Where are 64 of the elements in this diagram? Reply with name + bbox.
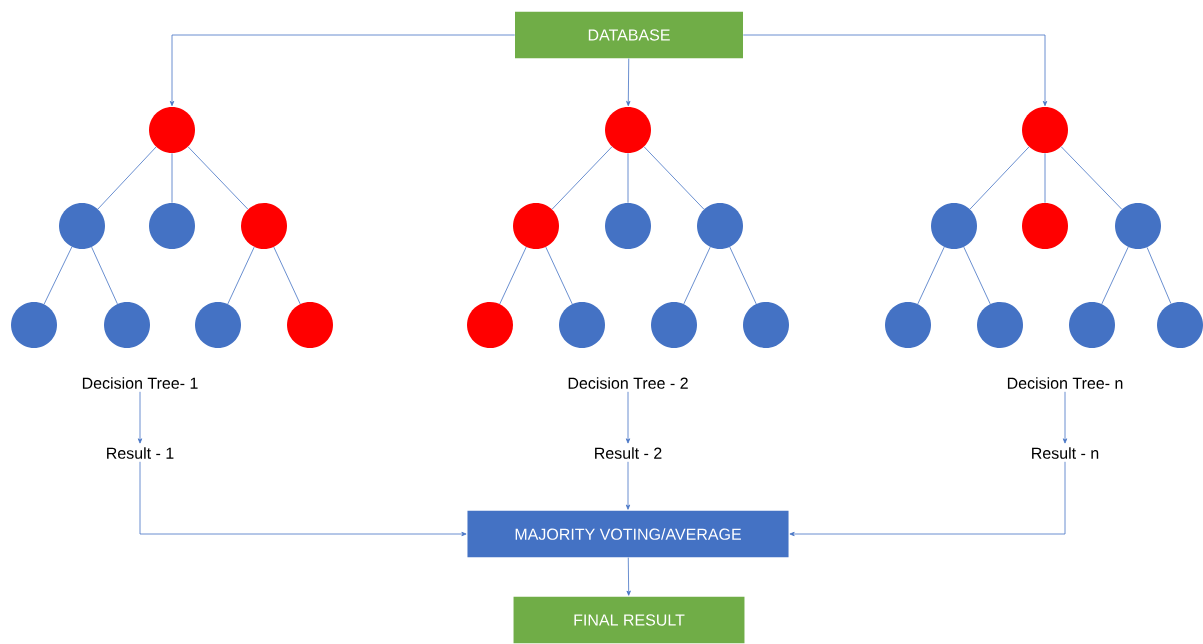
arrow: [1062, 391, 1068, 444]
tree-node-circle: [11, 302, 57, 348]
tree-node-circle: [1022, 107, 1068, 153]
arrow: [626, 557, 631, 596]
tree-node-circle: [1157, 302, 1203, 348]
arrow: [169, 34, 516, 107]
branch-line: [545, 246, 573, 305]
tree-node-circle: [287, 302, 333, 348]
tree-label: Decision Tree- 1: [82, 377, 198, 389]
tree-node-circle: [743, 302, 789, 348]
tree-node-circle: [1022, 203, 1068, 249]
arrow: [625, 461, 631, 510]
branch-line: [643, 146, 705, 210]
tree-node-circle: [651, 302, 697, 348]
branch-line: [963, 246, 991, 305]
tree-node-circle: [931, 203, 977, 249]
branch-line: [91, 246, 118, 305]
tree-node-circle: [977, 302, 1023, 348]
process-box: MAJORITY VOTING/AVERAGE: [467, 510, 789, 558]
branch-line: [627, 152, 629, 204]
tree-node-circle: [559, 302, 605, 348]
branch-line: [227, 246, 255, 305]
branch-line: [43, 246, 73, 305]
tree-node-circle: [513, 203, 559, 249]
arrow: [742, 34, 1048, 107]
branch-line: [273, 246, 301, 305]
branch-line: [1101, 246, 1129, 305]
tree-node-circle: [195, 302, 241, 348]
tree-node-circle: [885, 302, 931, 348]
tree-label: Decision Tree - 2: [568, 377, 688, 389]
process-box: FINAL RESULT: [513, 596, 745, 644]
arrow: [139, 461, 467, 537]
result-label: Result - 2: [595, 447, 662, 459]
branch-line: [969, 146, 1030, 210]
branch-line: [551, 146, 613, 210]
tree-node-circle: [149, 107, 195, 153]
branch-line: [683, 246, 711, 305]
branch-line: [499, 246, 527, 305]
arrow: [789, 461, 1066, 537]
tree-node-circle: [1115, 203, 1161, 249]
tree-node-circle: [605, 107, 651, 153]
tree-node-circle: [149, 203, 195, 249]
branch-line: [187, 146, 249, 210]
arrow: [137, 391, 143, 444]
tree-node-circle: [241, 203, 287, 249]
tree-node-circle: [467, 302, 513, 348]
arrow: [626, 58, 631, 107]
branch-line: [171, 152, 173, 204]
branch-line: [1146, 247, 1172, 304]
branch-line: [1060, 146, 1123, 210]
tree-node-circle: [605, 203, 651, 249]
tree-node-circle: [59, 203, 105, 249]
branch-line: [729, 246, 757, 305]
result-label: Result - n: [1032, 447, 1099, 459]
process-box: DATABASE: [515, 11, 743, 59]
tree-node-circle: [1069, 302, 1115, 348]
arrow: [625, 391, 631, 444]
tree-node-circle: [104, 302, 150, 348]
tree-label: Decision Tree- n: [1007, 377, 1123, 389]
branch-line: [1044, 152, 1046, 204]
branch-line: [917, 246, 945, 305]
tree-node-circle: [697, 203, 743, 249]
branch-line: [97, 146, 157, 210]
result-label: Result - 1: [107, 447, 174, 459]
